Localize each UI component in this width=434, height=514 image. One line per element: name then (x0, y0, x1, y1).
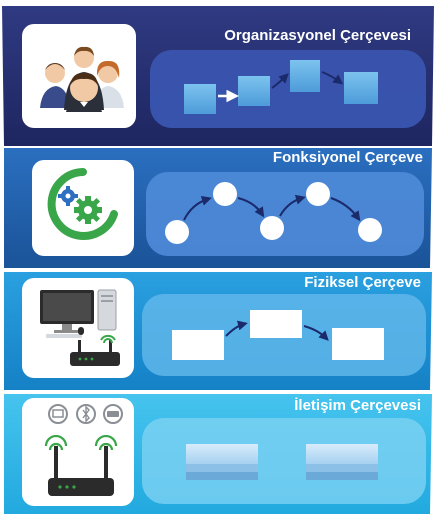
flow-arrow-9 (303, 325, 329, 341)
layer-4-stacks (186, 444, 378, 480)
layer-organizational: Organizasyonel Çerçevesi (2, 6, 434, 146)
computer-router-icon (40, 289, 120, 366)
layer-3-title: Fiziksel Çerçeve (304, 274, 421, 291)
router-body-icon (48, 478, 114, 496)
document-stack-2 (306, 444, 378, 480)
gears-icon (47, 168, 118, 240)
flow-node-5 (358, 218, 382, 242)
flow-box-3 (290, 60, 320, 92)
flow-box-4 (344, 72, 378, 104)
flow-node-3 (260, 216, 284, 240)
flow-arrow-6 (279, 194, 306, 217)
flow-arrow-3 (321, 71, 344, 85)
layer-1-panel (150, 50, 426, 128)
document-stack-1 (186, 444, 258, 480)
flow-arrow-2 (271, 73, 289, 89)
flow-arrow-7 (330, 197, 361, 222)
layer-2-flow (165, 182, 382, 244)
ethernet-badge-icon (48, 404, 68, 424)
flow-node-4 (306, 182, 330, 206)
router-icon (70, 352, 120, 366)
layer-1-flow (184, 60, 378, 114)
flow-arrow-4 (183, 196, 212, 221)
router-wireless-icon (44, 404, 123, 496)
flow-node-1 (165, 220, 189, 244)
people-icon (40, 46, 124, 112)
layer-functional: Fonksiyonel Çerçeve (4, 148, 432, 268)
layer-communication: İletişim Çerçevesi (4, 394, 432, 514)
layer-3-flow (172, 310, 384, 360)
layer-1-title: Organizasyonel Çerçevesi (224, 27, 411, 44)
layer-4-panel (142, 418, 426, 504)
flow-card-1 (172, 330, 224, 360)
flow-arrow-8 (225, 320, 248, 337)
layer-2-title: Fonksiyonel Çerçeve (273, 149, 423, 166)
flow-box-2 (238, 76, 270, 106)
layer-physical: Fiziksel Çerçeve (4, 272, 432, 390)
flow-arrow-5 (237, 197, 265, 218)
layer-4-title: İletişim Çerçevesi (294, 397, 421, 414)
flow-card-2 (250, 310, 302, 338)
flow-card-3 (332, 328, 384, 360)
flow-box-1 (184, 84, 216, 114)
flow-node-2 (213, 182, 237, 206)
